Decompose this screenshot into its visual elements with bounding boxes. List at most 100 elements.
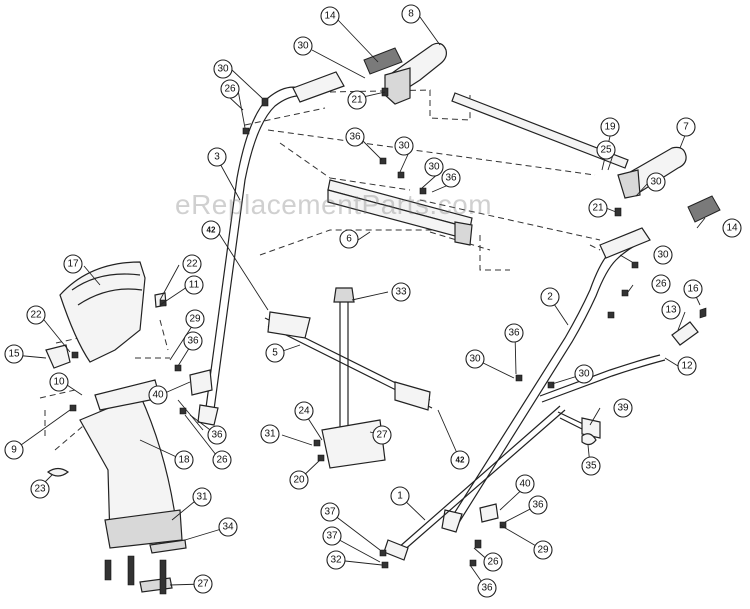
callout-30: 30 [646,172,666,192]
svg-text:37: 37 [324,507,336,518]
svg-text:30: 30 [217,64,229,75]
svg-text:36: 36 [508,328,520,339]
callout-42: 42 [450,450,470,470]
lever-39 [557,411,601,439]
callout-36: 36 [183,331,203,351]
watermark-text: eReplacementParts.com [175,189,493,220]
chute-18 [79,379,183,549]
svg-text:32: 32 [330,555,342,566]
svg-text:29: 29 [189,314,201,325]
svg-text:30: 30 [469,354,481,365]
callout-36: 36 [345,127,365,147]
callout-35: 35 [581,456,601,476]
callout-17: 17 [63,254,83,274]
svg-text:26: 26 [655,279,667,290]
svg-text:19: 19 [604,122,616,133]
svg-text:9: 9 [11,445,17,456]
cross-plate-6 [327,179,473,246]
callout-40: 40 [148,385,168,405]
callout-32: 32 [326,550,346,570]
callout-18: 18 [174,450,194,470]
callout-36: 36 [207,425,227,445]
lever-12 [539,354,666,403]
svg-text:31: 31 [196,492,208,503]
callouts: 14 8 30 30 26 21 36 30 30 36 19 7 25 30 … [4,4,742,598]
callout-31: 31 [260,424,280,444]
callout-16: 16 [683,279,703,299]
svg-text:6: 6 [346,234,352,245]
svg-text:30: 30 [578,369,590,380]
callout-30: 30 [213,59,233,79]
svg-text:20: 20 [293,475,305,486]
svg-text:36: 36 [532,500,544,511]
callout-36: 36 [504,323,524,343]
svg-text:36: 36 [481,583,493,594]
svg-text:16: 16 [687,284,699,295]
handle-tube-left [292,71,345,103]
svg-text:13: 13 [665,305,677,316]
part-13 [671,307,707,346]
svg-text:42: 42 [207,226,216,235]
svg-text:40: 40 [519,479,531,490]
svg-text:23: 23 [34,484,46,495]
svg-text:42: 42 [456,456,465,465]
callout-15: 15 [4,344,24,364]
callout-11: 11 [184,275,204,295]
callout-7: 7 [676,117,696,137]
svg-text:30: 30 [650,177,662,188]
svg-text:5: 5 [272,348,278,359]
svg-text:40: 40 [152,390,164,401]
svg-text:21: 21 [351,95,363,106]
svg-text:1: 1 [397,491,403,502]
upper-handle-left [197,86,306,426]
callout-37: 37 [320,502,340,522]
callout-26: 26 [483,552,503,572]
svg-text:30: 30 [428,162,440,173]
callout-27: 27 [372,425,392,445]
callout-30: 30 [465,349,485,369]
callout-30: 30 [394,136,414,156]
callout-3: 3 [207,147,227,167]
svg-text:3: 3 [214,152,220,163]
deflector-17 [59,261,146,363]
callout-33: 33 [391,282,411,302]
svg-text:35: 35 [585,461,597,472]
svg-text:30: 30 [657,250,669,261]
callout-9: 9 [4,440,24,460]
callout-40: 40 [515,474,535,494]
chute-hardware [104,539,187,595]
callout-36: 36 [477,578,497,598]
callout-25: 25 [596,140,616,160]
callout-8: 8 [401,4,421,24]
svg-text:34: 34 [222,522,234,533]
callout-12: 12 [677,356,697,376]
svg-text:15: 15 [8,349,20,360]
callout-30: 30 [424,157,444,177]
svg-text:25: 25 [600,145,612,156]
callout-13: 13 [661,300,681,320]
svg-text:10: 10 [53,377,65,388]
svg-text:8: 8 [408,9,414,20]
svg-text:2: 2 [547,292,553,303]
callout-24: 24 [294,401,314,421]
callout-21: 21 [347,90,367,110]
svg-text:22: 22 [30,310,42,321]
chute-lever-33 [321,287,386,469]
callout-22: 22 [182,254,202,274]
callout-27: 27 [193,574,213,594]
callout-19: 19 [600,117,620,137]
callout-14-grip-upper: 14 [320,6,340,26]
callout-5: 5 [265,343,285,363]
leader-lines [13,16,706,589]
lower-handle-right [441,227,651,533]
svg-text:26: 26 [224,84,236,95]
handle-8 [363,42,447,105]
svg-text:26: 26 [216,455,228,466]
svg-text:27: 27 [197,579,209,590]
callout-26: 26 [220,79,240,99]
callout-36: 36 [528,495,548,515]
callout-26: 26 [651,274,671,294]
svg-text:39: 39 [617,403,629,414]
svg-text:33: 33 [395,287,407,298]
